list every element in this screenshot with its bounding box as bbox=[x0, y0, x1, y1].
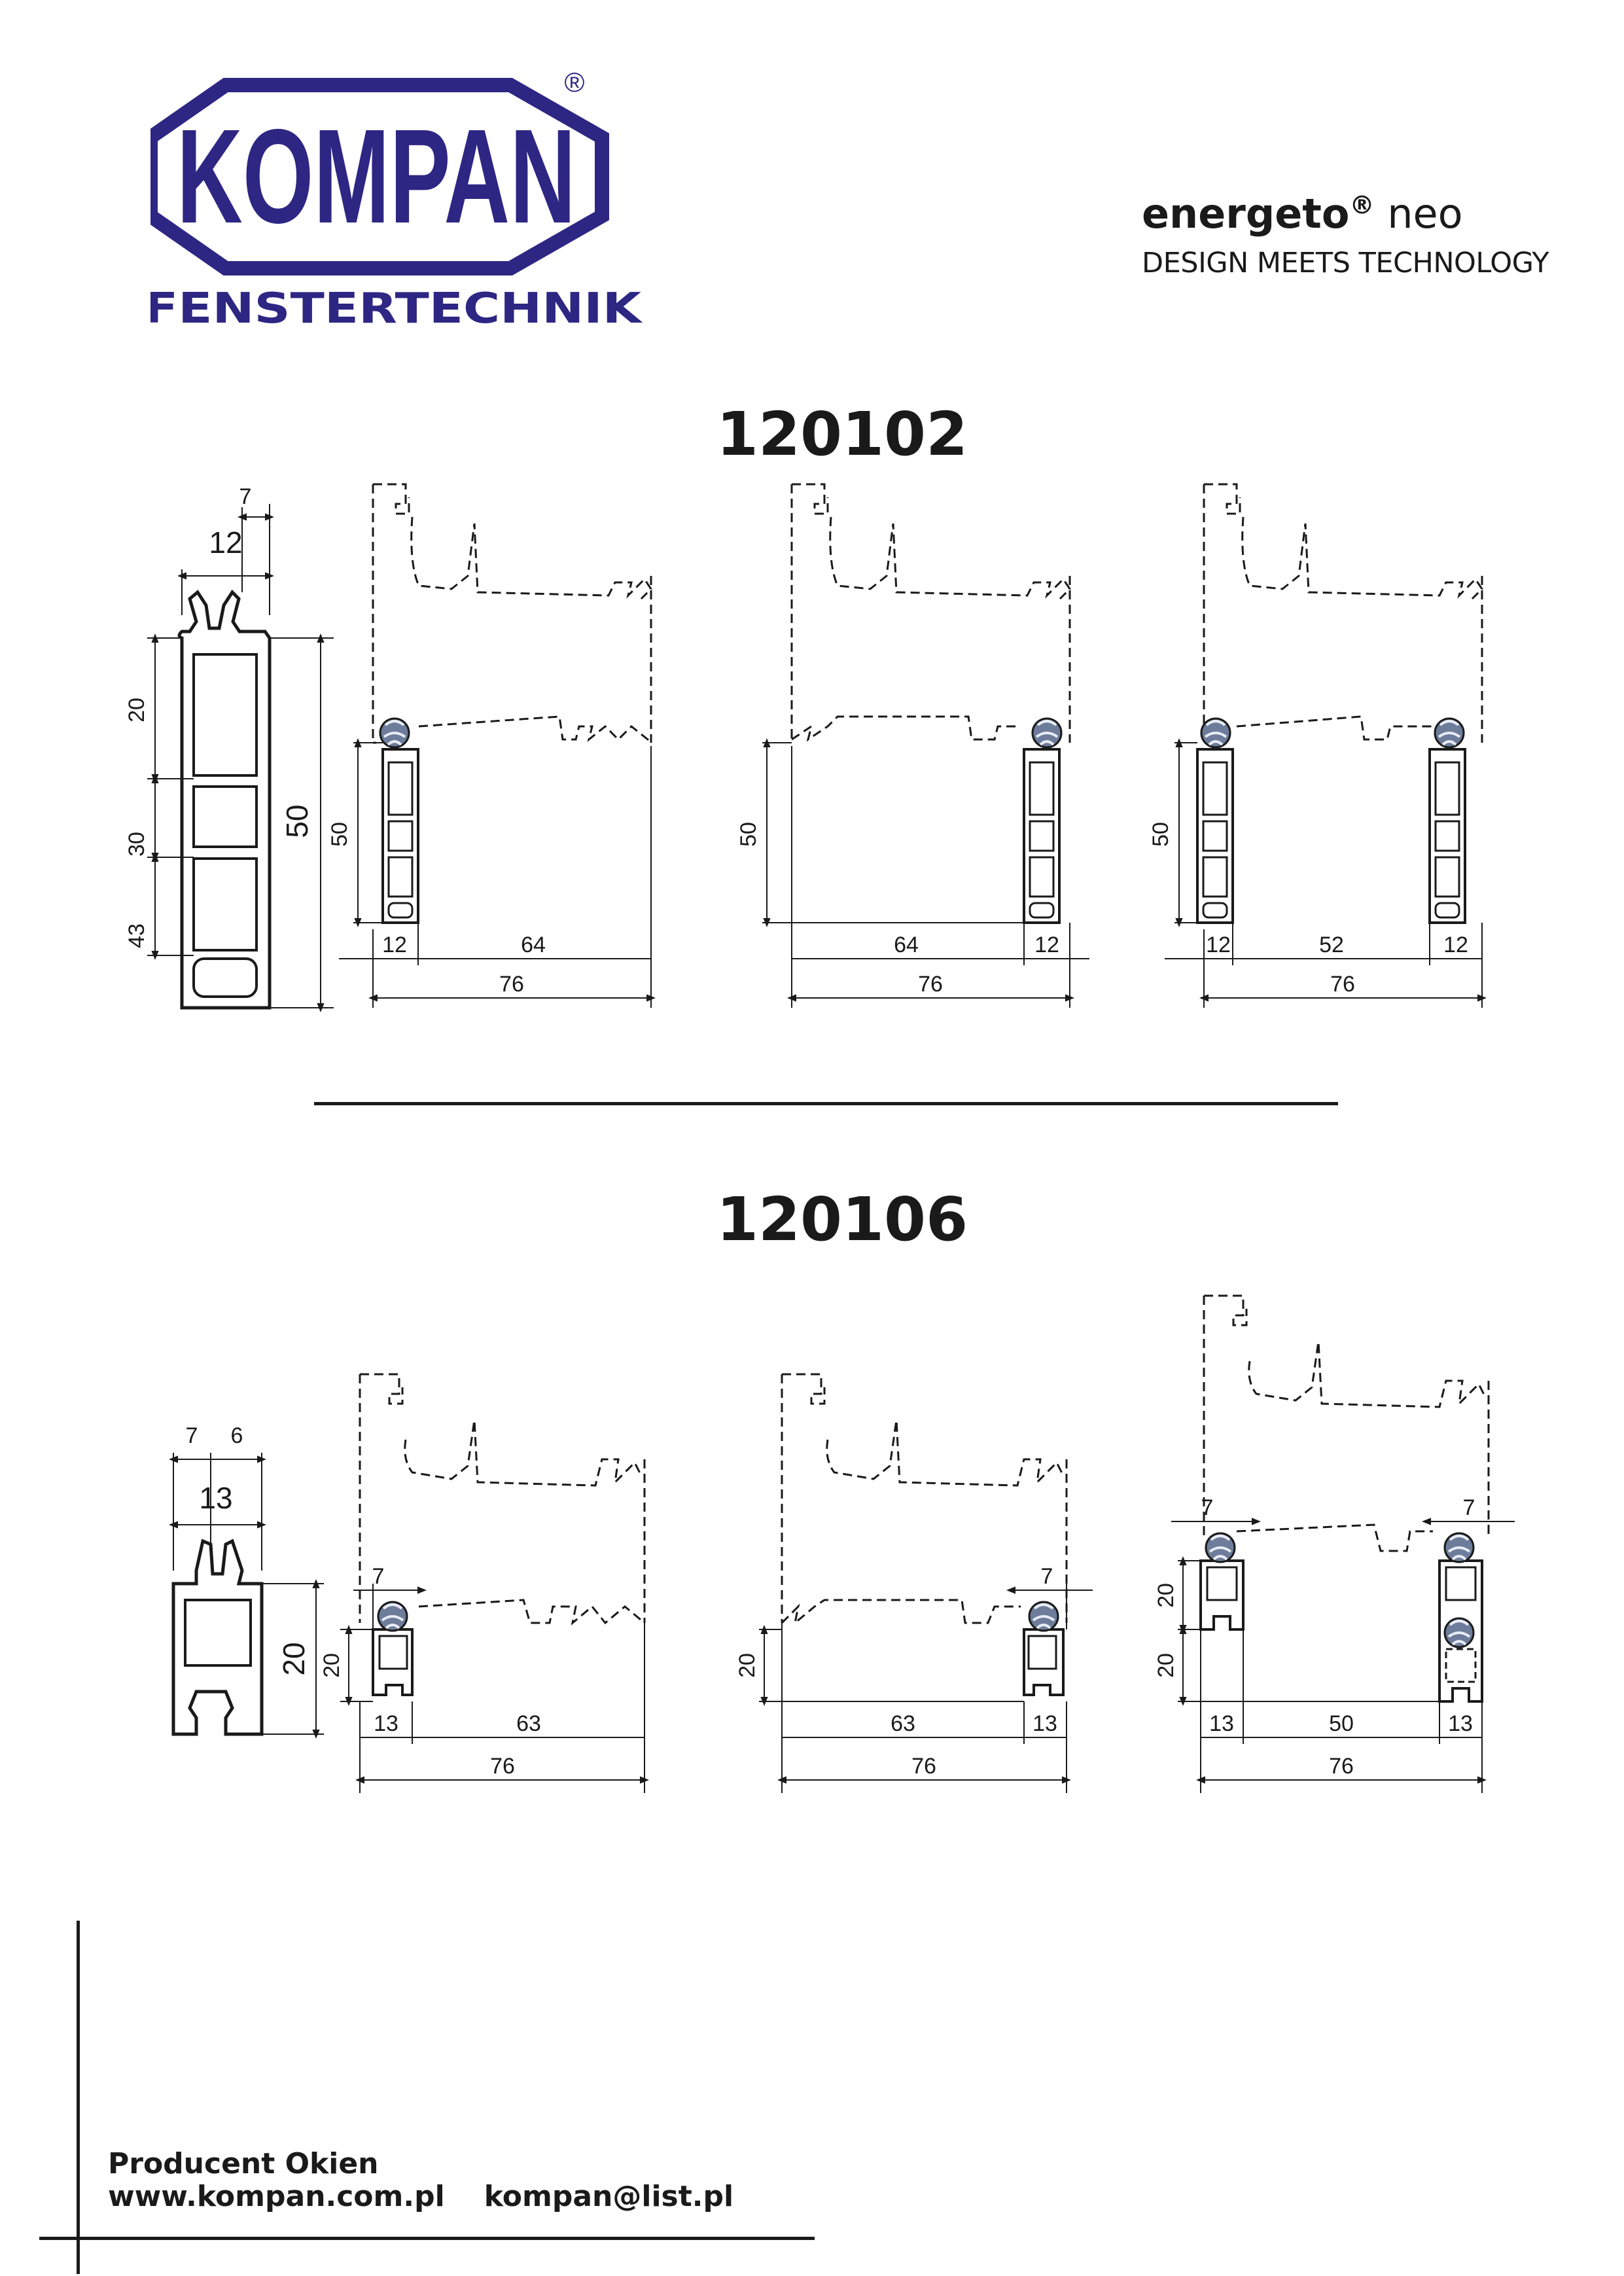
brand-name-line: energeto® neo bbox=[1142, 190, 1549, 238]
e2-inner: 63 bbox=[891, 1711, 915, 1736]
e1-left: 13 bbox=[374, 1711, 398, 1736]
e3-left: 13 bbox=[1209, 1711, 1234, 1736]
dim-profile2-width: 13 bbox=[199, 1481, 232, 1515]
sash-drawing-120106-1 bbox=[359, 1373, 646, 1696]
profile-120106 bbox=[171, 1538, 264, 1736]
d2-total: 76 bbox=[918, 972, 943, 997]
d3-height: 50 bbox=[1148, 822, 1173, 847]
logo-registered-mark: ® bbox=[565, 67, 585, 98]
footer-contacts: www.kompan.com.pl kompan@list.pl bbox=[108, 2180, 733, 2213]
d3-left: 12 bbox=[1206, 933, 1231, 957]
footer: Producent Okien www.kompan.com.pl kompan@… bbox=[108, 2148, 733, 2213]
e2-total: 76 bbox=[911, 1754, 936, 1779]
e1-inner: 63 bbox=[516, 1711, 541, 1736]
e3-total: 76 bbox=[1329, 1754, 1354, 1779]
e1-total: 76 bbox=[490, 1754, 515, 1779]
e3-height-upper: 20 bbox=[1154, 1583, 1178, 1608]
profile-120102 bbox=[177, 590, 272, 1010]
d1-inner: 64 bbox=[521, 933, 546, 957]
footer-title: Producent Okien bbox=[108, 2147, 379, 2180]
d3-inner: 52 bbox=[1319, 933, 1344, 957]
gasket-icons bbox=[377, 717, 1475, 1648]
e2-right: 13 bbox=[1033, 1711, 1057, 1736]
section-code-120106: 120106 bbox=[716, 1184, 968, 1254]
d1-left: 12 bbox=[382, 933, 407, 957]
d1-height: 50 bbox=[327, 822, 352, 847]
dim-profile-h-lower: 43 bbox=[124, 923, 149, 948]
dim-profile-offset: 7 bbox=[239, 484, 252, 509]
brand-registered: ® bbox=[1349, 190, 1375, 220]
sash-drawing-120106-3 bbox=[1199, 1294, 1490, 1703]
sash-drawing-120102-2 bbox=[790, 483, 1071, 924]
e2-offset: 7 bbox=[1041, 1564, 1053, 1589]
logo-subline: FENSTERTECHNIK bbox=[150, 285, 643, 333]
footer-horizontal-rule bbox=[39, 2237, 815, 2240]
e3-right: 13 bbox=[1448, 1711, 1473, 1736]
footer-email-link[interactable]: kompan@list.pl bbox=[484, 2180, 734, 2213]
dim-profile-h-upper: 20 bbox=[124, 698, 149, 722]
e2-height: 20 bbox=[735, 1653, 760, 1678]
d1-total: 76 bbox=[499, 972, 524, 997]
product-brand: energeto® neo DESIGN MEETS TECHNOLOGY bbox=[1142, 190, 1549, 279]
logo-octagon bbox=[150, 78, 609, 276]
d2-height: 50 bbox=[736, 822, 761, 847]
e1-offset: 7 bbox=[372, 1564, 385, 1589]
d3-right: 12 bbox=[1443, 933, 1468, 957]
e3-offset-left: 7 bbox=[1201, 1495, 1214, 1520]
section-divider bbox=[314, 1102, 1338, 1105]
sash-drawing-120106-2 bbox=[781, 1373, 1068, 1696]
brand-tagline: DESIGN MEETS TECHNOLOGY bbox=[1142, 247, 1549, 279]
dim-profile2-a: 7 bbox=[186, 1423, 198, 1448]
d2-inner: 64 bbox=[894, 933, 919, 957]
brand-suffix: neo bbox=[1374, 190, 1463, 238]
dim-profile2-b: 6 bbox=[231, 1423, 243, 1448]
d3-total: 76 bbox=[1330, 972, 1355, 997]
footer-website-link[interactable]: www.kompan.com.pl bbox=[108, 2180, 445, 2213]
e1-height: 20 bbox=[319, 1653, 344, 1678]
sash-drawing-120102-1 bbox=[372, 483, 652, 924]
brand-name: energeto bbox=[1142, 190, 1350, 238]
footer-vertical-rule bbox=[77, 1921, 80, 2274]
kompan-logo: KOMPAN ® FENSTERTECHNIK bbox=[150, 67, 643, 333]
e3-inner: 50 bbox=[1329, 1711, 1354, 1736]
dim-profile-h-mid: 30 bbox=[124, 832, 149, 857]
logo-wordmark: KOMPAN bbox=[177, 101, 576, 251]
sash-drawing-120102-3 bbox=[1196, 483, 1483, 924]
e3-offset-right: 7 bbox=[1463, 1495, 1475, 1520]
dim-profile-total: 50 bbox=[280, 804, 314, 838]
section-code-120102: 120102 bbox=[716, 399, 968, 469]
d2-right: 12 bbox=[1034, 933, 1059, 957]
dim-profile-width: 12 bbox=[209, 525, 242, 560]
e3-height-lower: 20 bbox=[1154, 1653, 1178, 1678]
dim-profile2-height: 20 bbox=[277, 1642, 311, 1675]
